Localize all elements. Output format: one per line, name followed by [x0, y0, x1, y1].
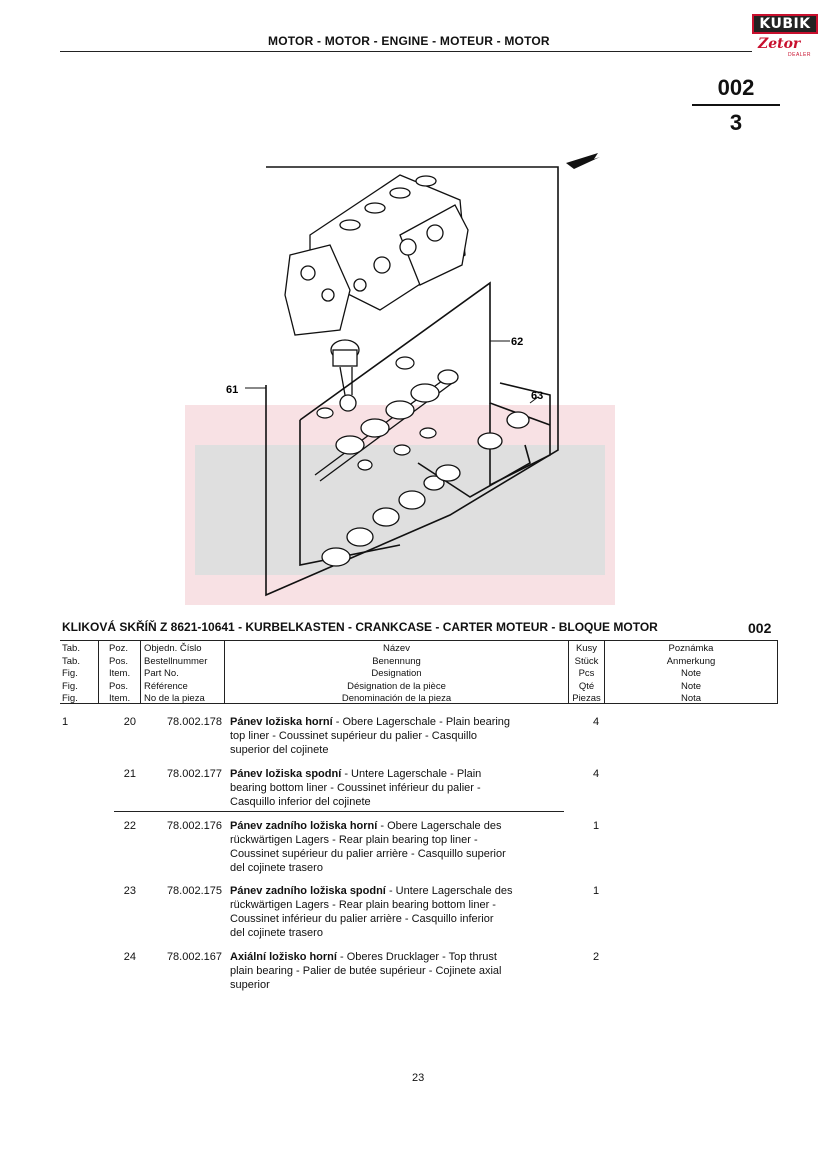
- col-note-header: Poznámka Anmerkung Note Note Nota: [604, 641, 778, 704]
- page-header-title: MOTOR - MOTOR - ENGINE - MOTEUR - MOTOR: [268, 34, 550, 48]
- piston-conrod-icon: [330, 339, 360, 412]
- kubik-zetor-logo: KUBIK Zetor DEALER: [752, 14, 818, 60]
- logo-kubik-text: KUBIK: [752, 14, 818, 34]
- page-code-rule: [692, 104, 780, 106]
- row-divider: [114, 811, 564, 812]
- section-title: KLIKOVÁ SKŘÍŇ Z 8621-10641 - KURBELKASTE…: [62, 620, 658, 634]
- parts-table-header: Tab. Tab. Fig. Fig. Fig. Poz. Pos. Item.…: [60, 640, 778, 704]
- logo-dealer-text: DEALER: [788, 52, 812, 58]
- logo-zetor-text: Zetor: [758, 36, 801, 52]
- col-part-header: Objedn. Číslo Bestellnummer Part No. Réf…: [140, 641, 224, 704]
- header-divider: [60, 51, 752, 52]
- row-description: Axiální ložisko horní - Oberes Drucklage…: [230, 951, 502, 991]
- kubik-watermark: [185, 405, 615, 605]
- crankshaft-icon: [314, 369, 459, 482]
- row-description: Pánev ložiska spodní - Untere Lagerschal…: [230, 768, 482, 808]
- row-description: Pánev zadního ložiska horní - Obere Lage…: [230, 820, 506, 874]
- col-tab-header: Tab. Tab. Fig. Fig. Fig.: [62, 643, 80, 704]
- bearing-shells-icon: [321, 411, 530, 567]
- bearing-caps-icon: [316, 356, 437, 471]
- section-code: 002: [748, 620, 772, 636]
- row-description: Pánev ložiska horní - Obere Lagerschale …: [230, 716, 511, 756]
- page-code-top: 002: [717, 75, 755, 100]
- callout-61: 61: [226, 384, 238, 396]
- page-code: 002 3: [692, 74, 780, 136]
- col-name-header: Název Benennung Designation Désignation …: [224, 641, 568, 704]
- callout-62: 62: [511, 336, 523, 348]
- row-description: Pánev zadního ložiska spodní - Untere La…: [230, 885, 513, 939]
- engine-block-icon: [284, 174, 469, 336]
- col-pos-header: Poz. Pos. Item. Pos. Item.: [98, 641, 140, 704]
- col-qty-header: Kusy Stück Pcs Qté Piezas: [568, 641, 604, 704]
- page-code-bottom: 3: [729, 110, 743, 135]
- crankcase-exploded-drawing: 61 62 63: [226, 153, 600, 597]
- footer-page-number: 23: [412, 1072, 425, 1084]
- direction-arrow-icon: [566, 153, 600, 169]
- callout-63: 63: [531, 390, 543, 402]
